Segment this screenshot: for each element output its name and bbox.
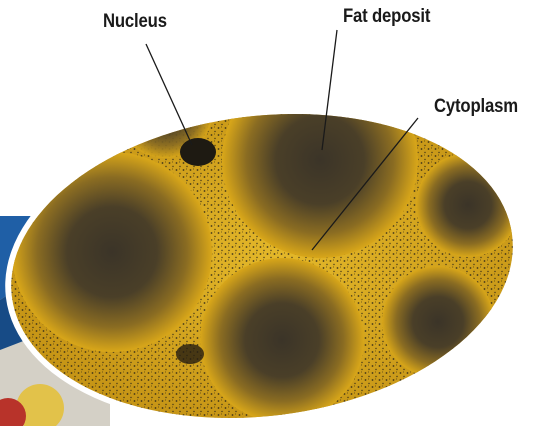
cytoplasm-label: Cytoplasm xyxy=(434,96,518,118)
fat-deposit-label: Fat deposit xyxy=(343,6,430,28)
fat-deposit-cell xyxy=(200,258,364,422)
fat-deposit-cell xyxy=(12,152,212,352)
nucleus-shape xyxy=(180,138,216,166)
nucleus-label: Nucleus xyxy=(103,11,167,33)
fat-deposit-cell xyxy=(222,62,418,258)
